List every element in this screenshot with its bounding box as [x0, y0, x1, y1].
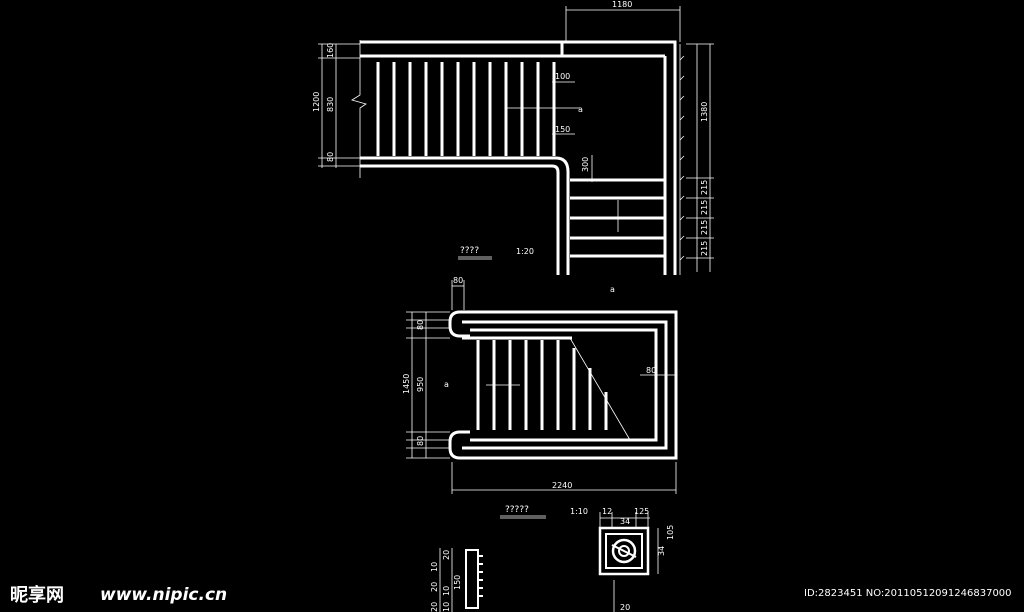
post-bolt	[611, 544, 637, 558]
dim-inner-150: 150	[555, 125, 570, 134]
stair-diagonal	[569, 337, 631, 441]
dim-inner-300: 300	[581, 157, 590, 172]
wall-hatch	[679, 55, 685, 261]
left-detail-dim-3: 10	[442, 602, 451, 612]
balusters-top	[376, 62, 556, 156]
dim-right-80: 80	[646, 366, 656, 375]
left-detail-dim-2: 10	[430, 562, 439, 572]
dim-top: 1180	[565, 0, 681, 42]
dim-left-inner: 830	[326, 97, 335, 112]
post-dim-12: 12	[602, 507, 612, 516]
mid-plan: 80 a 80 1450 950 80 80 2240	[402, 276, 678, 519]
frame-outer	[448, 310, 678, 460]
handrail-outline-inner	[360, 42, 564, 58]
dim-step-c: 215	[700, 220, 709, 235]
dim-width-top: 1180	[612, 0, 632, 9]
handrail-outline-outer	[360, 40, 677, 275]
dim-left-bottom: 80	[326, 152, 335, 162]
watermark: 昵享网 www.nipic.cn ID:2823451 NO:201105120…	[10, 584, 1012, 606]
left-detail-dim-5: 150	[453, 575, 462, 590]
dim-step-b: 215	[700, 200, 709, 215]
post-dim-34b: 34	[657, 546, 666, 556]
left-detail-body	[465, 549, 479, 609]
watermark-id: ID:2823451 NO:20110512091246837000	[804, 588, 1012, 599]
plan-mid-scale: 1:10	[570, 507, 588, 516]
dim-mid-stack-bottom: 80	[416, 436, 425, 446]
plan-top-title: ????	[460, 246, 479, 256]
watermark-logo: 昵享网	[10, 584, 64, 606]
dim-inner-100: 100	[555, 72, 570, 81]
frame-top-hook	[448, 310, 470, 338]
post-inner	[605, 533, 643, 569]
dim-right-total: 1380	[700, 102, 709, 122]
post-outer	[598, 526, 650, 576]
dim-step-d: 215	[700, 241, 709, 256]
left-detail-dim-6: 20	[442, 550, 451, 560]
left-detail-ridges	[478, 555, 483, 597]
handrail-lower-inner	[360, 164, 560, 275]
label-marker-a: a	[578, 105, 583, 114]
top-plan: a 1180 1200 830 160 80 100 150 300	[312, 0, 714, 294]
mid-dim-left: 1450 950 80 80	[402, 311, 450, 459]
post-circle-inner	[618, 545, 630, 557]
left-detail: 20 20 10 10 10 150 20	[430, 548, 483, 612]
handrail-lower	[360, 156, 570, 275]
left-detail-dim-4: 10	[442, 586, 451, 596]
dim-mid-height-inner: 950	[416, 377, 425, 392]
dim-mid-top: 80	[453, 276, 463, 285]
dim-left-top: 160	[326, 43, 335, 58]
break-line	[351, 40, 367, 178]
dim-mid-stack-top: 80	[416, 320, 425, 330]
dim-mid-width: 2240	[552, 481, 572, 490]
dim-left: 1200 830 160 80	[312, 43, 360, 168]
plan-mid-title: ?????	[505, 505, 529, 515]
post-dim-105: 105	[666, 525, 675, 540]
watermark-url: www.nipic.cn	[100, 585, 227, 605]
plan-top-scale: 1:20	[516, 247, 534, 256]
frame-inner-1	[462, 320, 668, 450]
label-marker-b: a	[610, 285, 615, 294]
post-circle	[611, 538, 637, 564]
post-detail: 12 34 125 34 105 20	[598, 507, 675, 612]
dim-step-a: 215	[700, 180, 709, 195]
left-detail-dim-0: 20	[430, 602, 439, 612]
treads	[570, 178, 665, 258]
post-dim-34: 34	[620, 517, 630, 526]
dim-mid-height-total: 1450	[402, 374, 411, 394]
post-dim-125: 125	[634, 507, 649, 516]
label-marker-c: a	[444, 380, 449, 389]
dim-right: 1380 215 215 215 215	[686, 43, 714, 272]
frame-inner-2	[470, 328, 658, 442]
balusters-mid	[476, 340, 608, 430]
dim-left-total: 1200	[312, 92, 321, 112]
post-dim-20: 20	[620, 603, 630, 612]
left-detail-dim-1: 20	[430, 582, 439, 592]
